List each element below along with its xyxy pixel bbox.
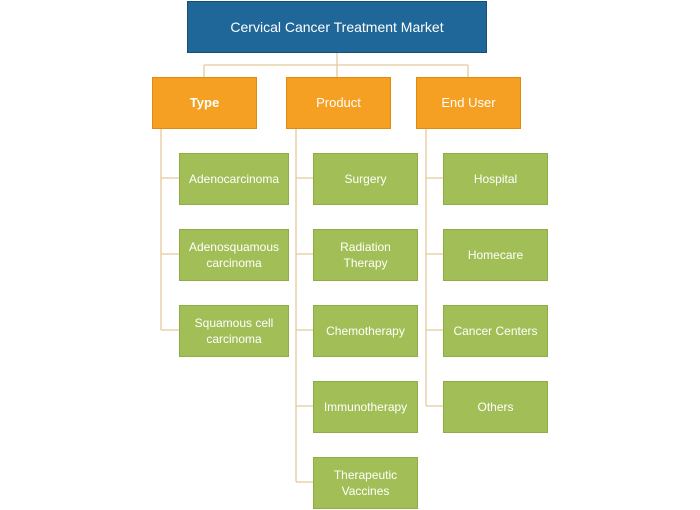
category-product: Product (286, 77, 391, 129)
leaf-label: Others (477, 400, 514, 414)
leaf-label: Squamous cell carcinoma (194, 316, 274, 346)
leaf-label: Adenosquamous carcinoma (188, 240, 280, 270)
leaf-therapeutic-vaccines: Therapeutic Vaccines (313, 457, 418, 509)
leaf-label: Cancer Centers (453, 324, 538, 338)
category-end-user: End User (416, 77, 521, 129)
leaf-radiation-therapy: Radiation Therapy (313, 229, 418, 281)
category-end-user-label: End User (441, 95, 496, 110)
leaf-label: Surgery (344, 172, 387, 186)
leaf-label: Immunotherapy (323, 400, 408, 414)
root-node: Cervical Cancer Treatment Market (187, 1, 487, 53)
leaf-cancer-centers: Cancer Centers (443, 305, 548, 357)
leaf-label: Therapeutic Vaccines (333, 468, 398, 498)
leaf-immunotherapy: Immunotherapy (313, 381, 418, 433)
leaf-adenocarcinoma: Adenocarcinoma (179, 153, 289, 205)
leaf-label: Homecare (467, 248, 524, 262)
category-type: Type (152, 77, 257, 129)
root-label: Cervical Cancer Treatment Market (230, 19, 444, 35)
leaf-hospital: Hospital (443, 153, 548, 205)
category-type-label: Type (189, 95, 220, 110)
category-product-label: Product (316, 95, 361, 110)
leaf-others: Others (443, 381, 548, 433)
leaf-surgery: Surgery (313, 153, 418, 205)
leaf-label: Hospital (473, 172, 518, 186)
leaf-label: Radiation Therapy (340, 240, 391, 270)
leaf-adenosquamous-carcinoma: Adenosquamous carcinoma (179, 229, 289, 281)
leaf-label: Adenocarcinoma (188, 172, 280, 186)
leaf-chemotherapy: Chemotherapy (313, 305, 418, 357)
leaf-label: Chemotherapy (326, 324, 405, 338)
leaf-homecare: Homecare (443, 229, 548, 281)
leaf-squamous-cell-carcinoma: Squamous cell carcinoma (179, 305, 289, 357)
